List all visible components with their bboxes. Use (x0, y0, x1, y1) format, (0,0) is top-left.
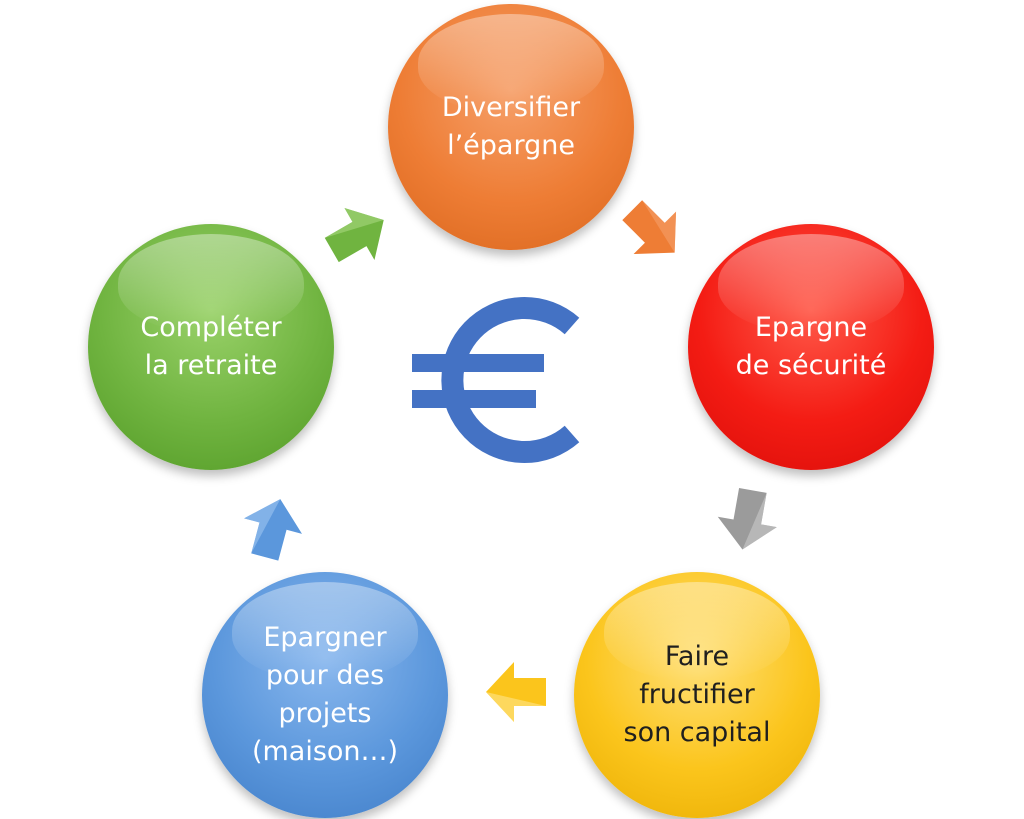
arrow-projets-to-retraite (244, 499, 303, 561)
arrow-securite-to-capital (717, 487, 777, 550)
node-label: Faire fructifier son capital (623, 641, 771, 748)
arrow-capital-to-projets (486, 662, 546, 722)
node-fructifier-capital: Faire fructifier son capital (574, 572, 820, 818)
node-completer-retraite: Compléter la retraite (88, 224, 334, 470)
node-epargner-projets: Epargner pour des projets (maison…) (202, 572, 448, 818)
euro-icon (412, 297, 580, 463)
node-label: Diversifier l’épargne (441, 92, 581, 161)
node-label: Compléter la retraite (140, 312, 282, 381)
node-label: Epargner pour des projets (maison…) (251, 622, 399, 767)
node-diversifier-epargne: Diversifier l’épargne (388, 4, 634, 250)
arrow-retraite-to-diversifier (324, 208, 384, 263)
arrow-diversifier-to-securite (622, 200, 677, 255)
node-epargne-securite: Epargne de sécurité (688, 224, 934, 470)
node-label: Epargne de sécurité (735, 312, 887, 381)
